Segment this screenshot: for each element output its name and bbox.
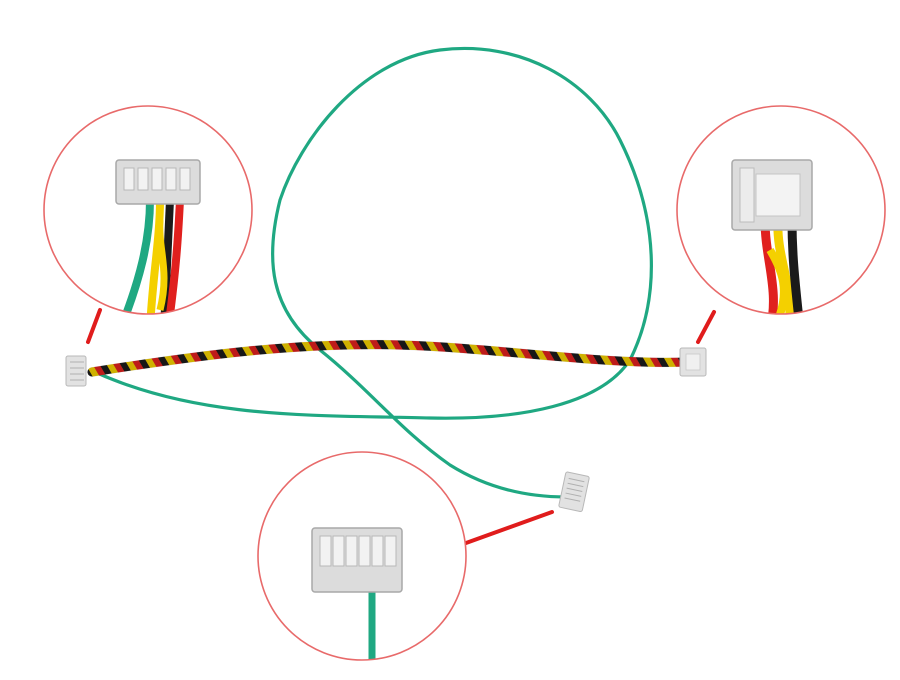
callout-pointer-right bbox=[696, 310, 716, 344]
three-pin-connector-icon bbox=[679, 347, 707, 377]
callout-pointer-bottom bbox=[464, 510, 554, 545]
callout-right-magnified bbox=[676, 105, 886, 315]
callout-pointer-left bbox=[86, 308, 102, 344]
green-wire-loop bbox=[93, 46, 653, 499]
callout-left-magnified bbox=[43, 105, 253, 315]
callout-bottom-magnified bbox=[257, 451, 467, 661]
five-pin-connector-icon bbox=[65, 355, 87, 387]
twisted-harness-shadow bbox=[87, 339, 693, 377]
six-pin-connector-icon bbox=[558, 471, 590, 513]
